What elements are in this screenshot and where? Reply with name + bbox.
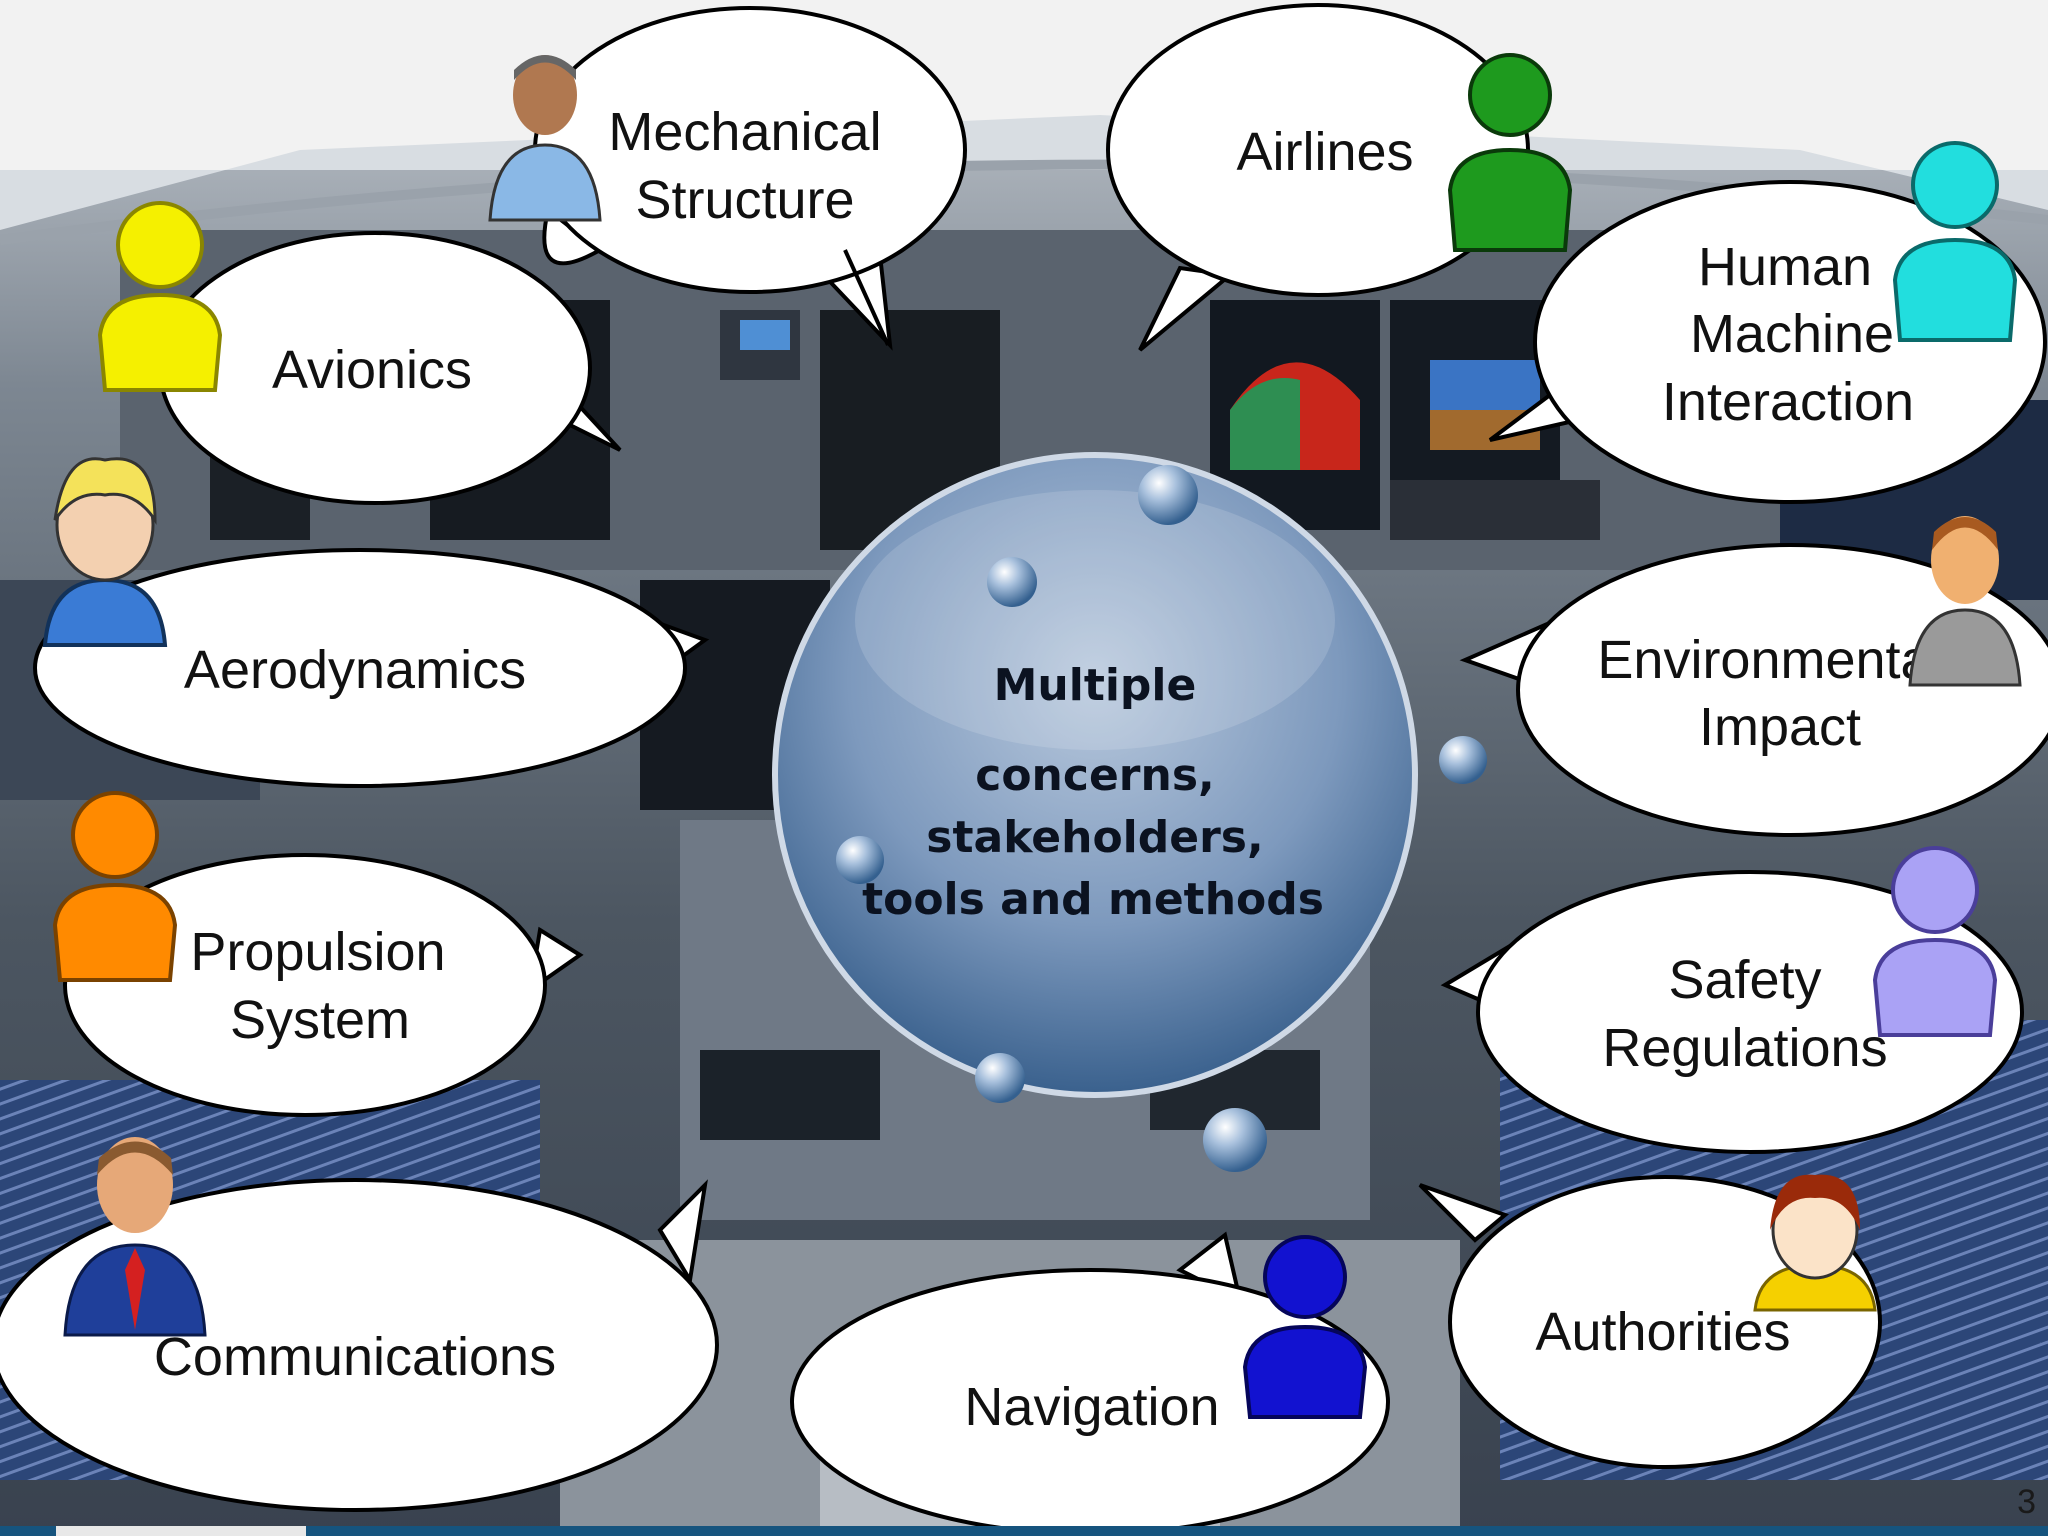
hub-title: Multiple [994, 660, 1197, 711]
hmi-line1: Human [1698, 237, 1872, 297]
hub-line1: concerns, [975, 750, 1215, 801]
bubble-safety-regulations: Safety Regulations [1440, 870, 2024, 1154]
person-icon-environmental [1908, 516, 2022, 687]
person-icon-communications [63, 1137, 207, 1337]
authorities-label: Authorities [1535, 1302, 1790, 1362]
person-icon-propulsion [52, 791, 178, 982]
safety-line2: Regulations [1602, 1018, 1887, 1078]
hmi-line3: Interaction [1662, 372, 1914, 432]
communications-label: Communications [154, 1327, 556, 1387]
person-icon-safety [1872, 846, 1998, 1037]
safety-line1: Safety [1668, 950, 1821, 1010]
footer-logo-strip [56, 1526, 306, 1536]
environmental-line1: Environmental [1597, 630, 1942, 690]
person-icon-airlines [1447, 53, 1573, 252]
droplet [836, 836, 884, 884]
person-icon-navigation [1242, 1235, 1368, 1419]
avionics-label: Avionics [272, 340, 472, 400]
bubble-environmental-impact: Environmental Impact [1459, 543, 2048, 837]
droplet [1439, 736, 1487, 784]
page-number: 3 [2017, 1483, 2036, 1521]
propulsion-line1: Propulsion [190, 922, 445, 982]
person-icon-mechanical [488, 55, 602, 222]
airlines-label: Airlines [1236, 122, 1413, 182]
bubble-communications: Communications [0, 1178, 719, 1512]
person-icon-aerodynamics [42, 457, 168, 647]
navigation-label: Navigation [964, 1377, 1219, 1437]
mechanical-line2: Structure [635, 170, 854, 230]
person-icon-hmi [1892, 141, 2018, 342]
aerodynamics-label: Aerodynamics [184, 640, 526, 700]
droplet [987, 557, 1037, 607]
propulsion-line2: System [230, 990, 410, 1050]
droplet [975, 1053, 1025, 1103]
person-icon-authorities [1753, 1174, 1877, 1312]
hmi-line2: Machine [1690, 304, 1894, 364]
hub-line3: tools and methods [862, 874, 1324, 925]
bubble-airlines: Airlines [1106, 3, 1530, 352]
central-hub: Multiple concerns, stakeholders, tools a… [772, 452, 1418, 1098]
bubble-propulsion-system: Propulsion System [63, 853, 584, 1117]
bubble-authorities: Authorities [1418, 1175, 1882, 1469]
mechanical-line1: Mechanical [608, 102, 881, 162]
person-icon-avionics [97, 201, 223, 392]
droplet [1203, 1108, 1267, 1172]
footer-bar [0, 1526, 2048, 1536]
droplet [1138, 465, 1198, 525]
environmental-line2: Impact [1699, 697, 1861, 757]
hub-line2: stakeholders, [926, 812, 1263, 863]
hub-droplets [836, 465, 1487, 1172]
bubble-mechanical-structure: Mechanical Structure [533, 6, 967, 351]
bubble-navigation: Navigation [790, 1231, 1390, 1536]
bubble-aerodynamics: Aerodynamics [33, 548, 710, 788]
